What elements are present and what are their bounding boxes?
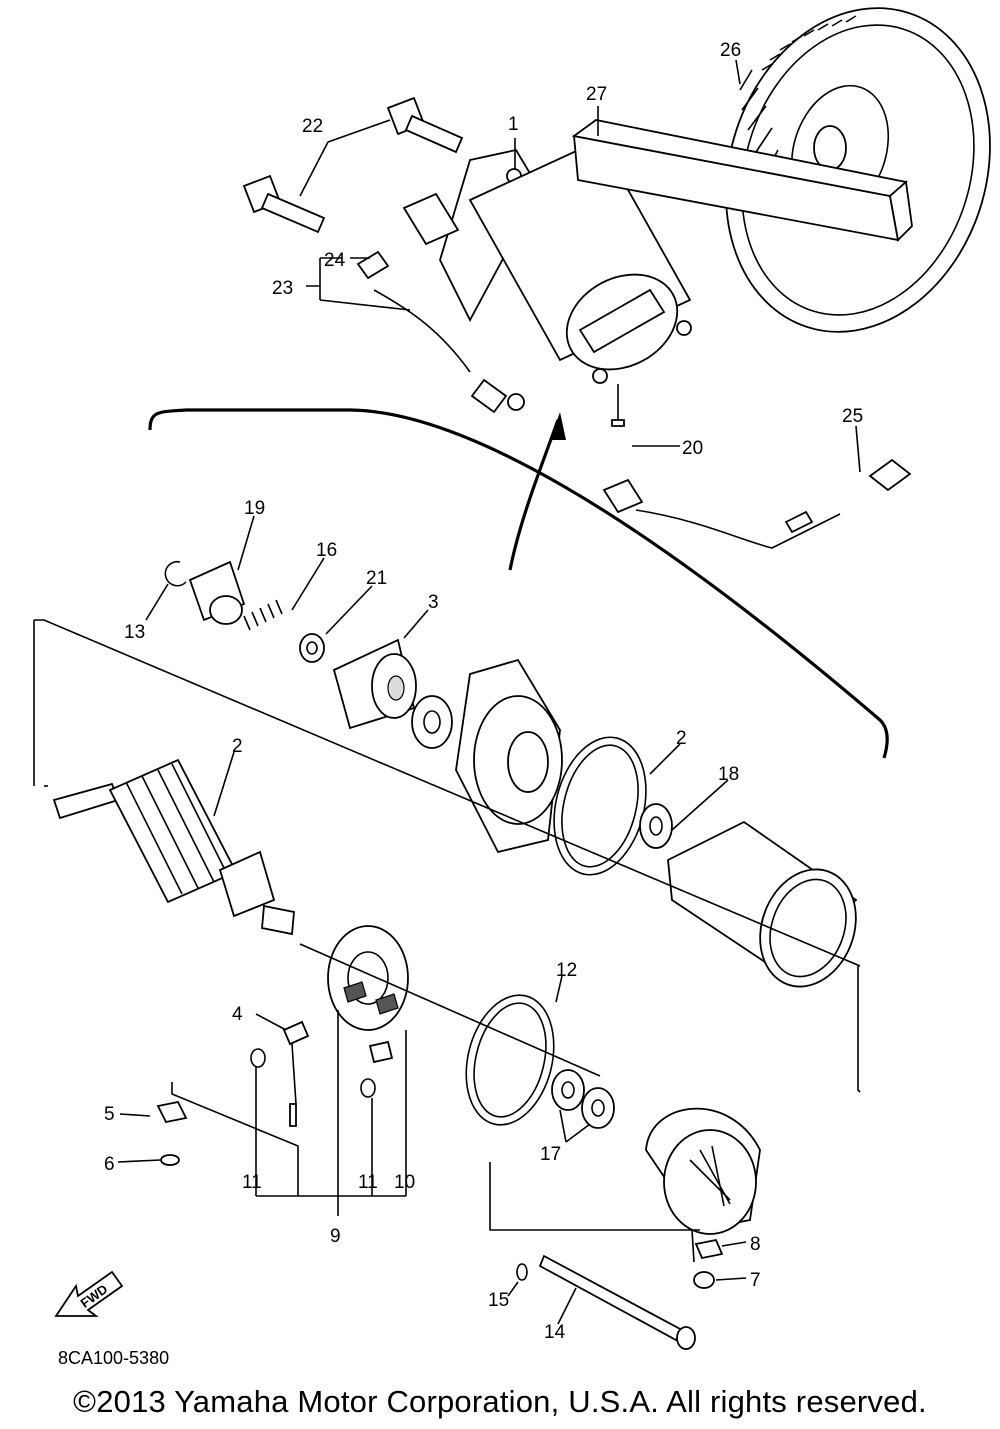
callout-20: 20 <box>682 438 703 459</box>
callout-10: 10 <box>394 1172 415 1193</box>
callout-24: 24 <box>324 250 346 271</box>
callout-21: 21 <box>366 568 387 589</box>
starter-bolts <box>242 96 464 234</box>
leader-lines <box>117 59 861 1325</box>
callout-26: 26 <box>720 40 741 61</box>
callout-labels: 1 27 26 22 24 23 20 25 19 16 21 3 13 2 1… <box>104 40 863 1343</box>
callout-2-armature: 2 <box>232 736 243 757</box>
callout-13: 13 <box>124 622 145 643</box>
forward-direction-arrow: FWD <box>54 1270 124 1317</box>
callout-18: 18 <box>718 764 739 785</box>
callout-12: 12 <box>556 960 577 981</box>
exploded-parts <box>52 560 858 1350</box>
callout-27: 27 <box>586 84 607 105</box>
callout-4: 4 <box>232 1004 243 1025</box>
callout-8: 8 <box>750 1234 761 1255</box>
callout-16: 16 <box>316 540 337 561</box>
callout-1: 1 <box>508 114 519 135</box>
callout-5: 5 <box>104 1104 115 1125</box>
assembly-bracket <box>148 408 889 759</box>
callout-6: 6 <box>104 1154 115 1175</box>
callout-11-right: 11 <box>358 1172 378 1193</box>
callout-9: 9 <box>330 1226 341 1247</box>
callout-7: 7 <box>750 1270 761 1291</box>
reference-lines <box>33 619 861 1263</box>
callout-15: 15 <box>488 1290 509 1311</box>
callout-14: 14 <box>544 1322 566 1343</box>
callout-2-oring: 2 <box>676 728 687 749</box>
callout-23: 23 <box>272 278 293 299</box>
callout-11-left: 11 <box>242 1172 262 1193</box>
callout-22: 22 <box>302 116 323 137</box>
starter-brush-holder-27 <box>571 119 913 242</box>
callout-17: 17 <box>540 1144 561 1165</box>
callout-3: 3 <box>428 592 439 613</box>
diagram-code: 8CA100-5380 <box>58 1348 170 1368</box>
callout-19: 19 <box>244 498 265 519</box>
copyright-notice: ©2013 Yamaha Motor Corporation, U.S.A. A… <box>73 1384 927 1419</box>
starter-motor-assembly <box>402 138 692 427</box>
flywheel-ring-gear <box>725 7 991 333</box>
battery-cable-25 <box>602 458 912 549</box>
starter-cable-23 <box>356 250 525 414</box>
callout-25: 25 <box>842 406 863 427</box>
